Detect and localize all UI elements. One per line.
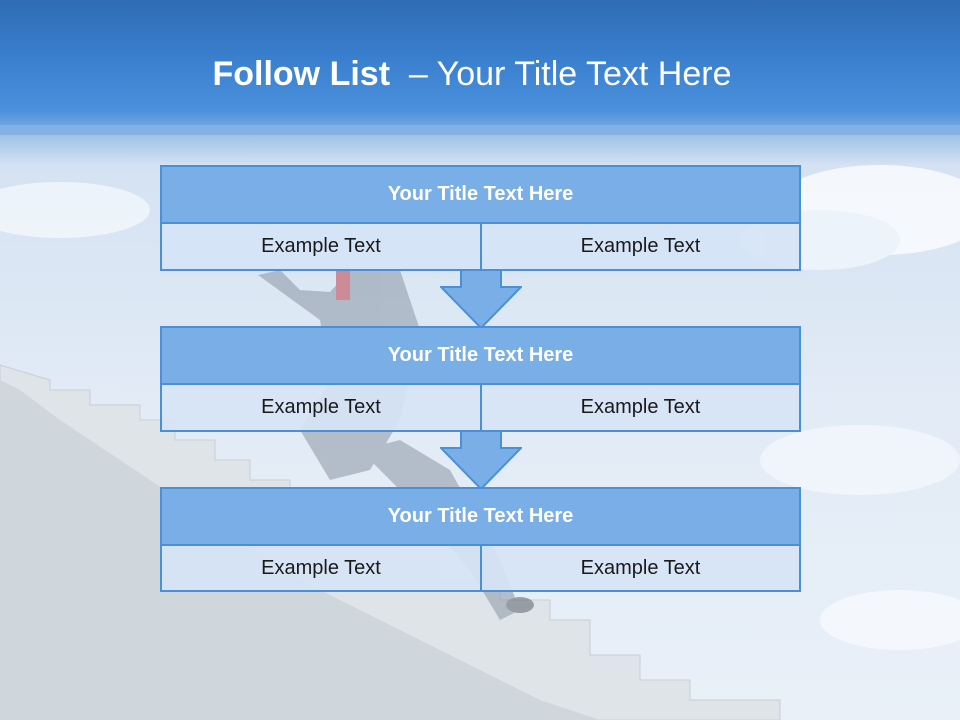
header-band: [0, 0, 960, 135]
step-title-1: Your Title Text Here: [162, 167, 799, 224]
step-1-right-text: Example Text: [482, 224, 799, 269]
down-arrow-icon: [440, 431, 522, 491]
step-box-3: Your Title Text Here Example Text Exampl…: [160, 487, 801, 592]
down-arrow-icon: [440, 270, 522, 330]
slide-title-rest: – Your Title Text Here: [390, 55, 732, 93]
step-1-left-text: Example Text: [162, 224, 482, 269]
step-title-2: Your Title Text Here: [162, 328, 799, 385]
header-fade: [0, 125, 960, 165]
step-3-right-text: Example Text: [482, 546, 799, 590]
step-3-left-text: Example Text: [162, 546, 482, 590]
step-box-1: Your Title Text Here Example Text Exampl…: [160, 165, 801, 271]
step-box-2: Your Title Text Here Example Text Exampl…: [160, 326, 801, 432]
step-2-left-text: Example Text: [162, 385, 482, 430]
step-title-3: Your Title Text Here: [162, 489, 799, 546]
step-2-right-text: Example Text: [482, 385, 799, 430]
slide-title-bold: Follow List: [212, 55, 391, 93]
slide-title: Follow List – Your Title Text Here: [0, 55, 944, 94]
